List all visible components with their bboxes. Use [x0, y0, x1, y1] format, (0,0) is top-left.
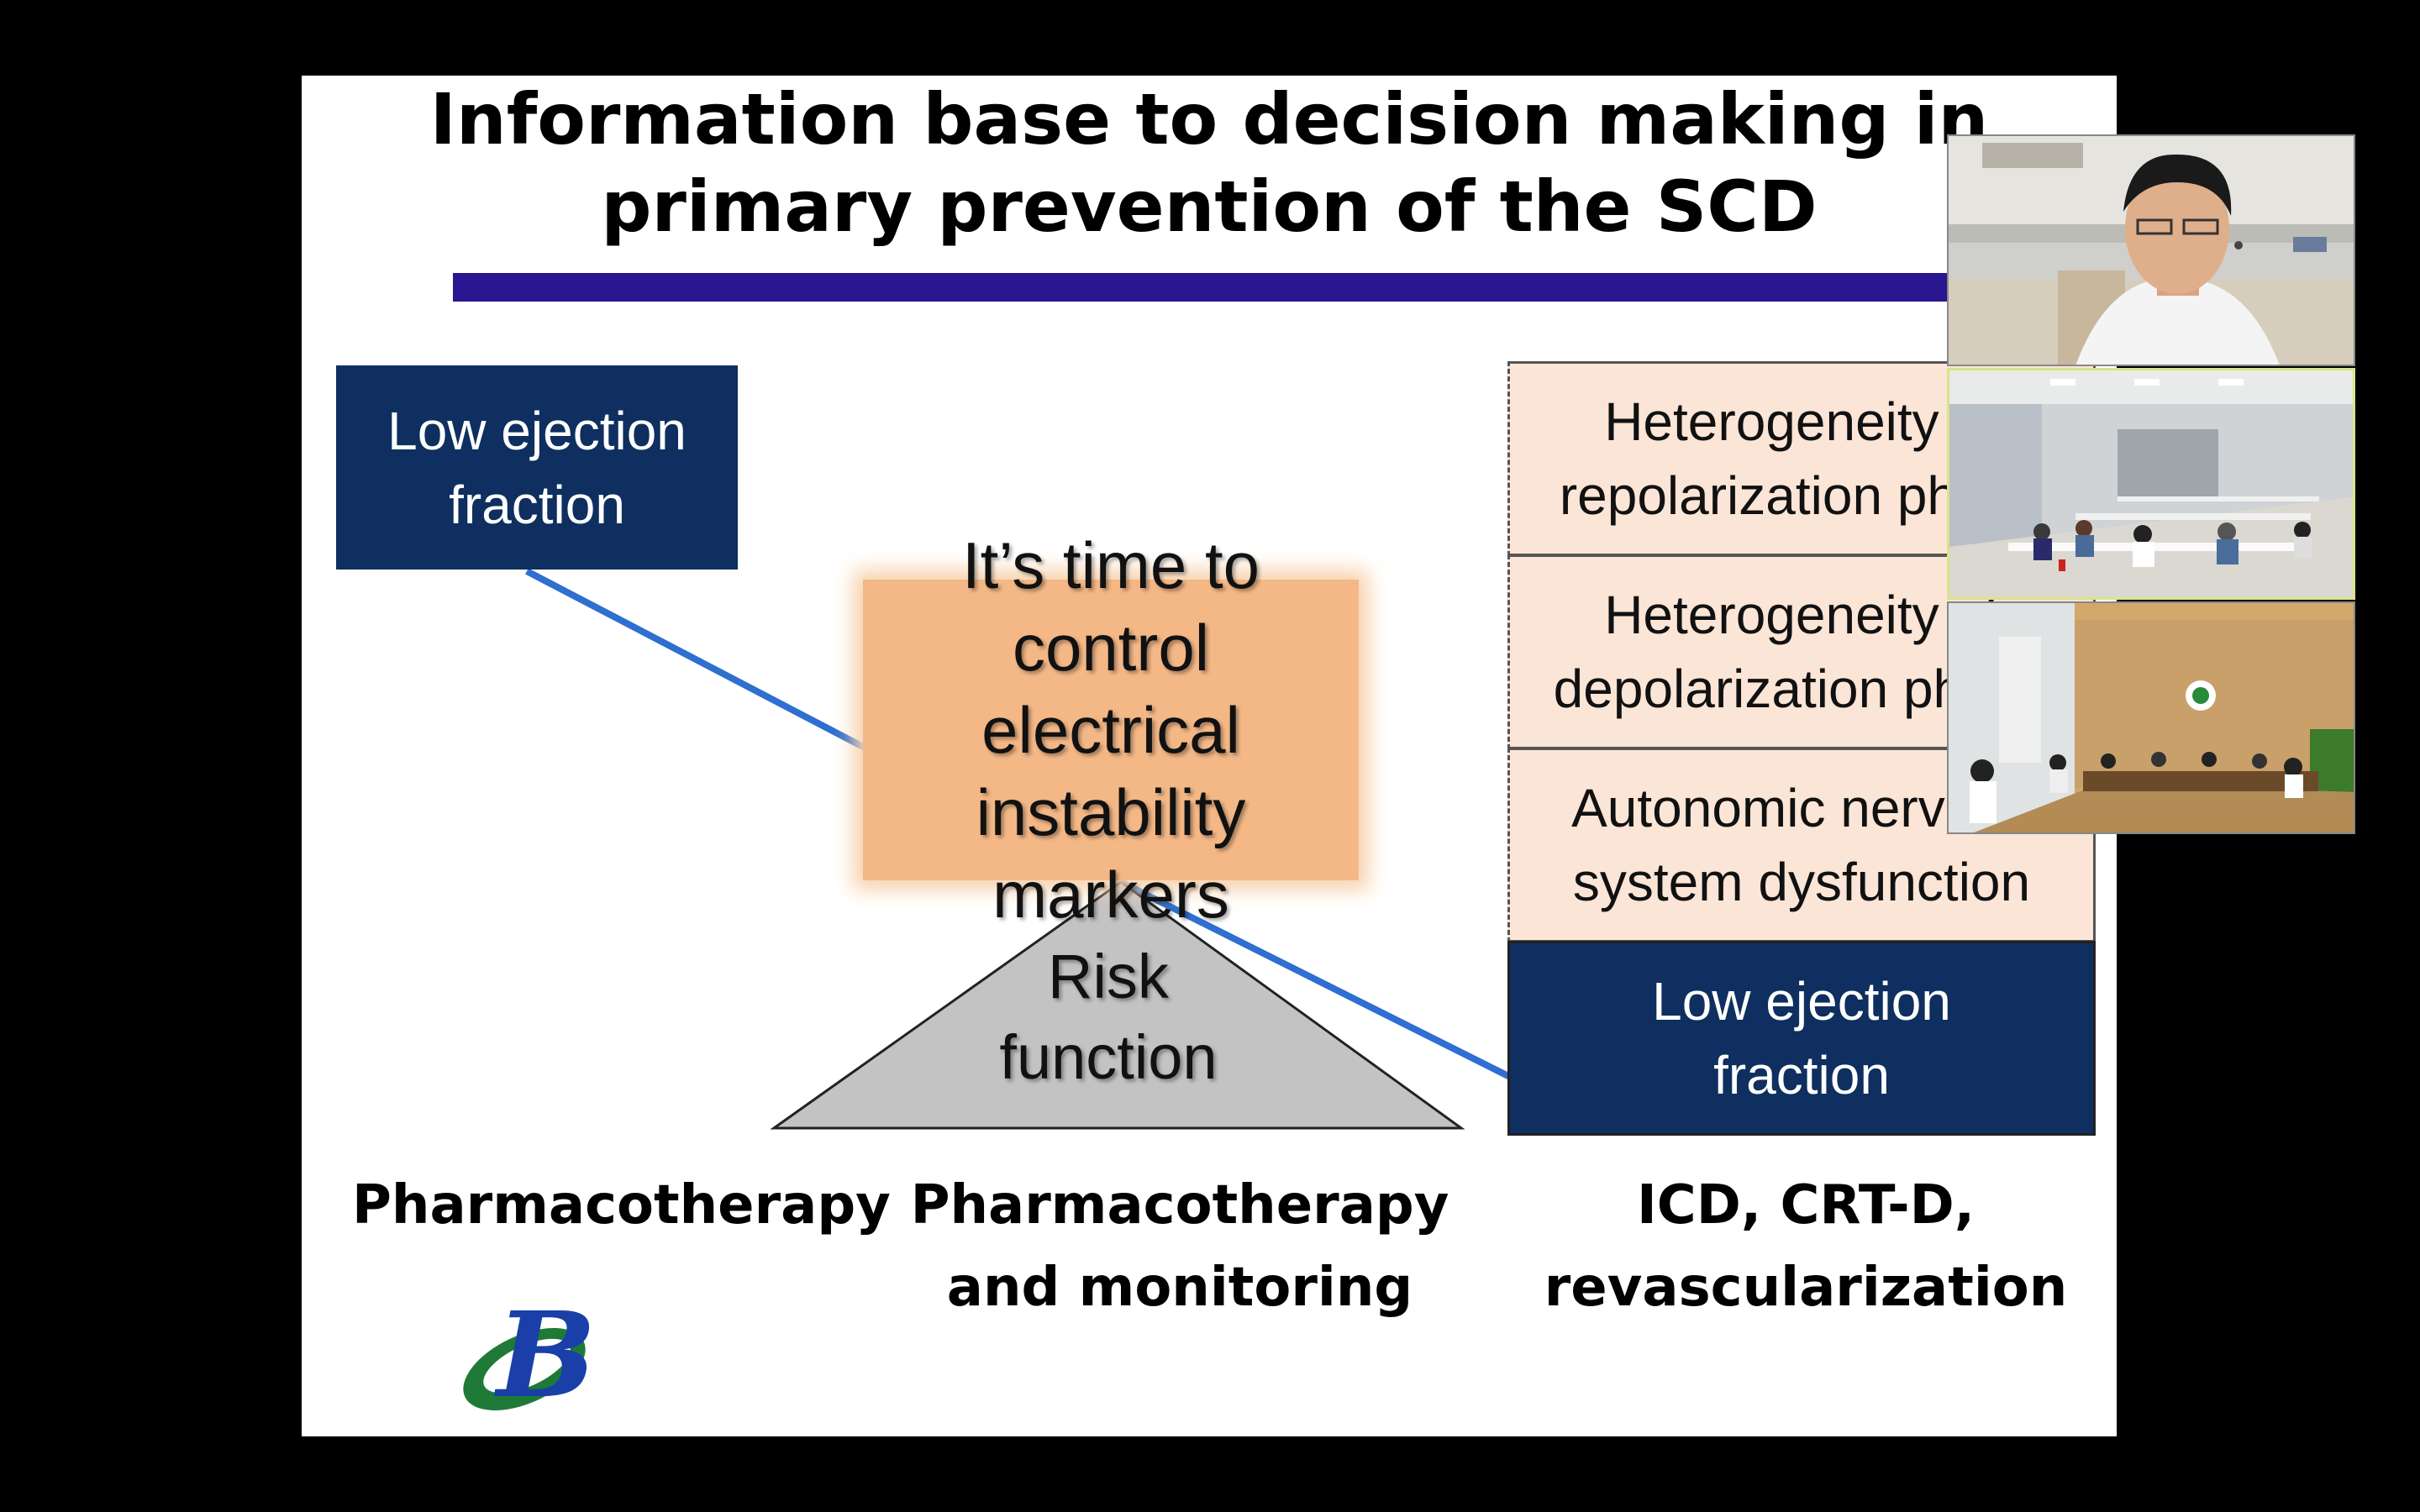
- room-2-video: [1949, 603, 2354, 832]
- control-markers-box: It’s time to control electrical instabil…: [863, 528, 1359, 932]
- presenter-video: [1949, 136, 2354, 365]
- connector-right: [1119, 879, 1512, 1080]
- risk-triangle: [770, 880, 1465, 1130]
- video-tile-presenter[interactable]: [1947, 134, 2355, 366]
- risk-function-label: Risk function: [999, 942, 1218, 1092]
- connector-left: [525, 568, 866, 751]
- title-underline-bar: [453, 273, 2117, 302]
- low-ejection-fraction-box-right: Low ejection fraction: [1507, 941, 2096, 1136]
- presentation-slide: Information base to decision making in p…: [302, 76, 2117, 1436]
- video-thumbnails: [1947, 134, 2355, 834]
- label-pharmacotherapy-monitoring: Pharmacotherapy and monitoring: [910, 1174, 1449, 1319]
- room-1-video: [1949, 370, 2353, 597]
- logo-letter: B: [493, 1294, 596, 1420]
- label-icd-crt: ICD, CRT-D, revascularization: [1544, 1174, 2068, 1319]
- label-pharmacotherapy: Pharmacotherapy: [352, 1174, 891, 1236]
- low-ejection-fraction-box-left: Low ejection fraction: [336, 365, 738, 570]
- logo-icon: B: [463, 1294, 596, 1420]
- connector-lines: [525, 568, 1512, 1130]
- slide-title: Information base to decision making in p…: [429, 78, 1989, 248]
- video-tile-room-2[interactable]: [1947, 601, 2355, 834]
- video-tile-room-1[interactable]: [1947, 368, 2355, 600]
